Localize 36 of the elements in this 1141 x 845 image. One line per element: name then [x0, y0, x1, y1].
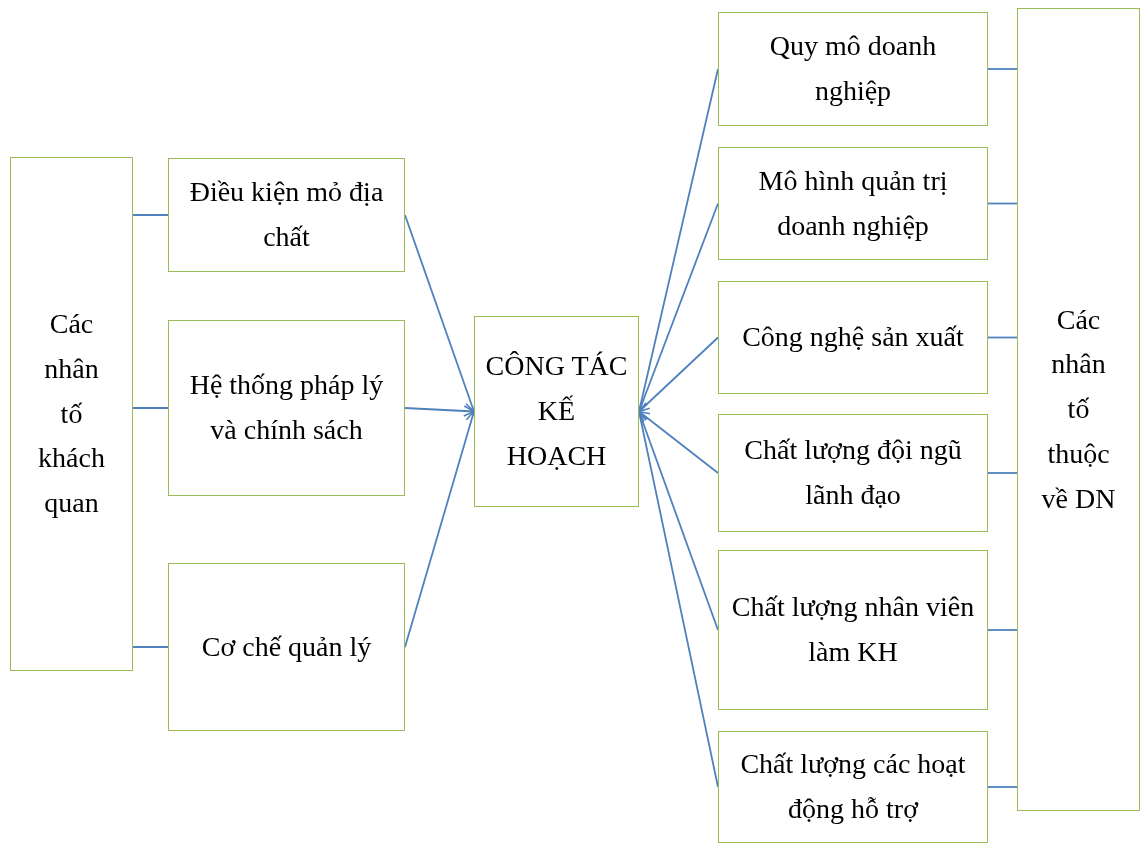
- connector-line: [987, 202, 1018, 205]
- box-text: Điều kiện mỏ địa chất: [188, 175, 385, 254]
- box-text: Quy mô doanh nghiệp: [768, 29, 938, 108]
- connector-line: [132, 646, 169, 648]
- group-box: [1017, 8, 1140, 811]
- factor-box: [718, 281, 988, 394]
- connector-line: [132, 214, 169, 216]
- box-text: CÔNG TÁC KẾ HOẠCH: [485, 349, 628, 473]
- factor-box: [718, 731, 988, 843]
- box-text: Chất lượng các hoạt động hỗ trợ: [739, 747, 967, 826]
- factor-box: [168, 320, 405, 496]
- box-text: Các nhân tố khách quan: [37, 307, 106, 521]
- group-box: [10, 157, 133, 671]
- factor-box: [168, 158, 405, 272]
- factor-box: [168, 563, 405, 731]
- arrow: [404, 405, 475, 417]
- connector-line: [987, 786, 1018, 788]
- connector-line: [987, 472, 1018, 474]
- connector-line: [987, 336, 1018, 339]
- box-text: Chất lượng đội ngũ lãnh đạo: [743, 433, 963, 512]
- box-text: Hệ thống pháp lý và chính sách: [189, 368, 384, 447]
- connector-line: [132, 407, 169, 409]
- box-text: Công nghệ sản xuất: [742, 320, 964, 355]
- connector-line: [987, 68, 1018, 70]
- box-text: Mô hình quản trị doanh nghiệp: [757, 163, 949, 243]
- factor-box: [718, 147, 988, 260]
- connector-line: [987, 629, 1018, 631]
- arrow: [638, 336, 719, 413]
- box-text: Các nhân tố thuộc về DN: [1040, 302, 1117, 516]
- factor-box: [718, 550, 988, 710]
- box-text: Cơ chế quản lý: [201, 629, 372, 664]
- factor-box: [718, 414, 988, 532]
- box-text: Chất lượng nhân viên làm KH: [730, 590, 976, 669]
- central-box: [474, 316, 639, 507]
- factor-box: [718, 12, 988, 126]
- arrow: [638, 410, 719, 474]
